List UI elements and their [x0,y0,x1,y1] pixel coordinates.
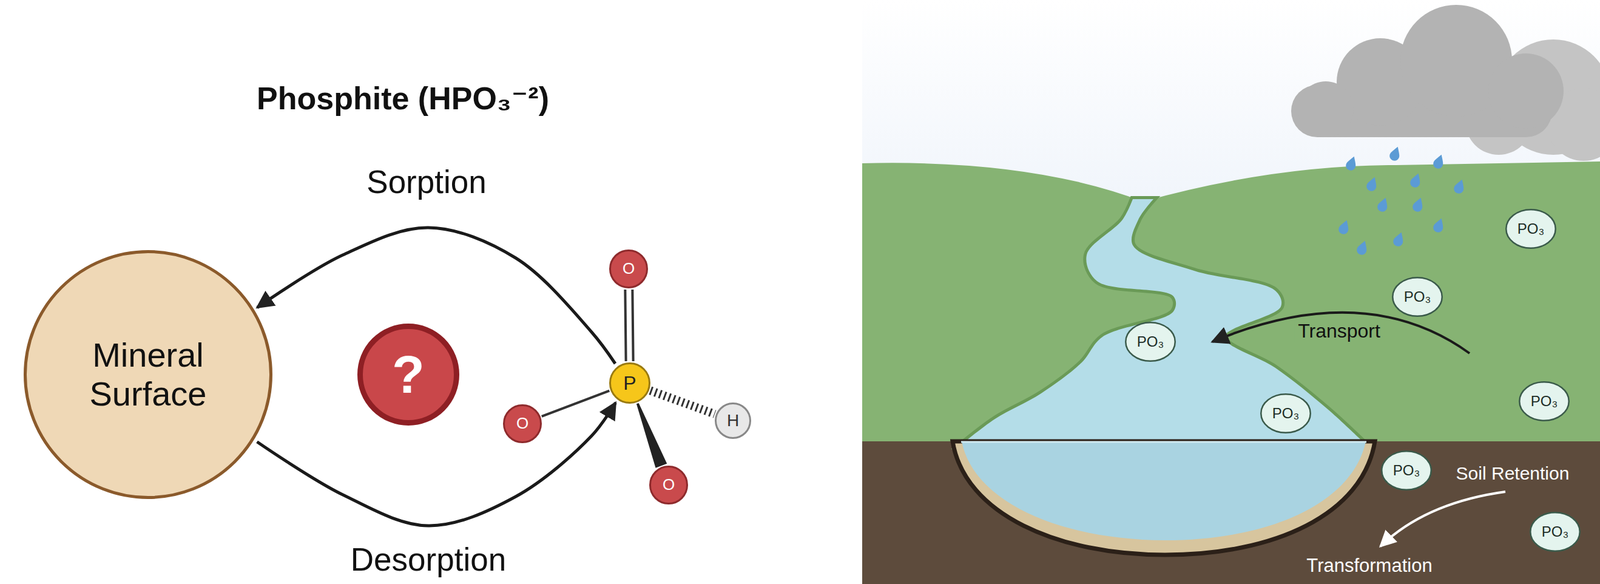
node-text: O [516,414,529,433]
pond-rim [952,441,1375,555]
node-text: PO₃ [1541,523,1569,541]
oxygen-atom: O [609,249,649,289]
node-shape [1125,322,1176,362]
node-shape [650,466,688,504]
single-bond [541,390,610,417]
raindrop [1431,216,1446,234]
soil [862,441,1600,584]
raindrop [1452,177,1467,195]
water-surface [961,441,1367,443]
phosphite-bubble: PO₃ [1505,208,1557,249]
phosphite-bubble: PO₃ [1260,393,1312,434]
flow-arrow [257,402,616,526]
node-text: PO₃ [1517,220,1545,238]
node-shape [1505,209,1556,249]
raindrop [1388,145,1403,163]
raindrop [1408,171,1423,189]
rain [1337,145,1467,257]
node-shape [504,405,542,443]
cloud-part [1297,81,1354,138]
question-circle: ? [357,323,460,426]
oxygen-atom: O [502,404,542,443]
node-shape [715,403,751,439]
double-bond [624,289,633,362]
node-text: PO₃ [1393,461,1420,479]
node-shape [1260,393,1311,433]
transformation-arrow [1380,491,1506,547]
node-shape [360,326,457,423]
raindrop [1337,218,1352,236]
node-shape [25,251,272,498]
raindrop [1376,195,1391,213]
raindrop [1391,230,1406,248]
node-text: O [622,259,635,278]
hashed-bond [650,390,715,414]
phosphorus-atom: P [609,362,651,404]
cloud [1291,4,1564,138]
node-shape [610,250,648,288]
node-text: ? [391,343,425,405]
oxygen-atom: O [649,465,689,505]
diagram-title: Phosphite (HPO₃⁻²) [253,80,553,118]
phosphite-bubble: PO₃ [1529,511,1581,552]
node-shape [610,363,650,403]
edge-label: Desorption [347,541,510,579]
phosphite-bubble: PO₃ [1380,450,1432,491]
node-shape [1381,450,1432,490]
edge-label: Sorption [362,163,490,201]
phosphite-bubble: PO₃ [1518,381,1570,422]
node-shape [1392,277,1443,317]
cloud-part [1488,53,1564,129]
sky [862,0,1600,449]
mineral-surface: Mineral Surface [23,249,273,499]
node-text: O [662,475,675,494]
transformation-label: Transformation [1302,554,1436,577]
phosphite-bubble: PO₃ [1391,276,1443,317]
node-text: PO₃ [1530,392,1558,410]
node-text: H [726,410,740,431]
green-hills [862,161,1600,449]
raindrop [1344,154,1359,172]
transport-arrow [1212,312,1470,354]
wedge-bond [636,402,667,468]
raindrop [1411,195,1426,213]
phosphite-bubble: PO₃ [1124,321,1176,362]
node-text: PO₃ [1404,288,1431,306]
raindrop [1431,152,1446,170]
soil-retention-label: Soil Retention [1452,462,1574,485]
node-text: Mineral Surface [63,335,233,414]
node-text: PO₃ [1272,404,1300,422]
raindrop [1365,175,1380,193]
transport-label: Transport [1294,319,1384,343]
node-text: P [623,371,636,395]
pond-water [961,441,1366,541]
node-shape [1519,381,1570,421]
node-text: PO₃ [1137,333,1164,351]
node-shape [1530,512,1580,551]
hydrogen-atom: H [714,402,752,439]
raindrop [1355,239,1370,257]
